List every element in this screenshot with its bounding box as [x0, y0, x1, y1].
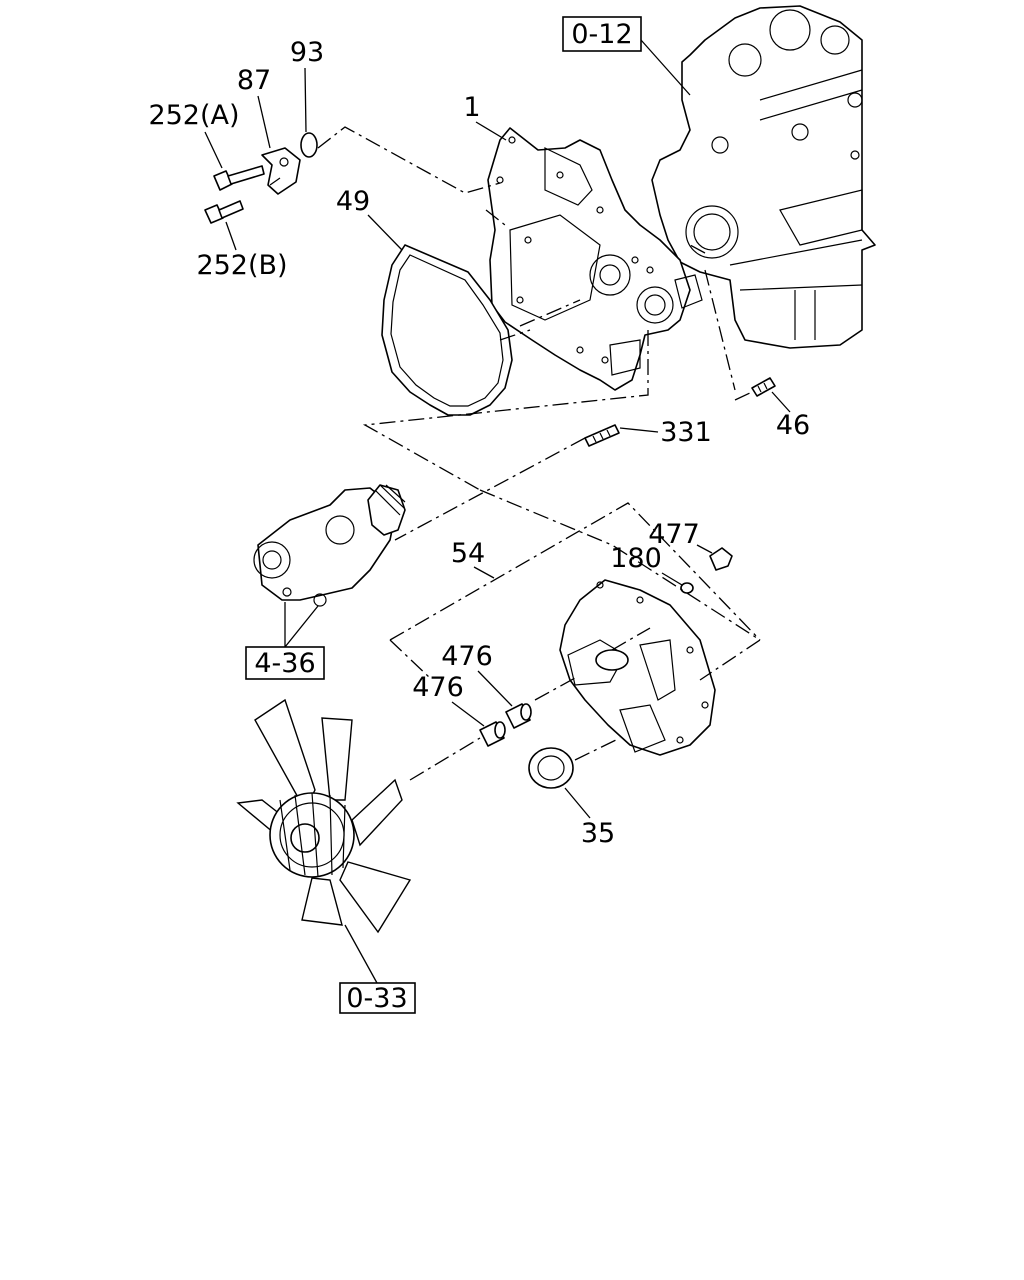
callout-252b: 252(B) [196, 250, 287, 281]
bolt-252a [213, 165, 265, 191]
leader-476-lower [451, 701, 485, 727]
leader-54 [473, 566, 495, 579]
assembly-lines [317, 126, 762, 781]
callout-180: 180 [610, 543, 662, 574]
leader-49 [367, 214, 403, 251]
leader-46 [771, 391, 791, 413]
leader-87 [257, 95, 271, 149]
callout-87: 87 [237, 65, 271, 96]
bolt-252b [204, 200, 244, 224]
leader-476-upper [477, 670, 513, 707]
leader-477 [696, 544, 713, 554]
leader-252b [225, 221, 237, 251]
leader-1 [475, 121, 507, 141]
cooling-fan [236, 698, 412, 934]
callout-35: 35 [581, 818, 615, 849]
callout-476-upper: 476 [441, 641, 493, 672]
ref-box-fan: 0-33 [339, 982, 416, 1014]
stud-46 [751, 377, 776, 397]
timing-cover [559, 579, 716, 756]
leader-35 [564, 787, 591, 819]
washer-180 [680, 582, 694, 594]
plug-477 [709, 547, 733, 571]
callout-476-lower: 476 [412, 672, 464, 703]
stud-331 [584, 424, 620, 447]
leader-331 [619, 427, 659, 433]
gear-housing [487, 127, 703, 391]
callout-252a: 252(A) [148, 100, 239, 131]
leader-93 [304, 67, 307, 133]
ref-fan-leader [344, 924, 378, 984]
o-ring-93 [300, 132, 318, 158]
ref-box-engine-block: 0-12 [562, 16, 642, 52]
callout-331: 331 [660, 417, 712, 448]
ref-pump-leader [284, 602, 319, 648]
callout-477: 477 [648, 519, 700, 550]
gasket-49-inner [390, 254, 504, 407]
bushing-476-b [505, 703, 532, 729]
callout-54: 54 [451, 538, 485, 569]
ref-engine-block-leader [640, 39, 691, 96]
bracket-87 [261, 147, 301, 195]
ref-engine-block-label: 0-12 [571, 19, 632, 50]
callout-93: 93 [290, 37, 324, 68]
callout-46: 46 [776, 410, 810, 441]
oil-seal-35 [528, 747, 574, 789]
bushing-476-a [479, 721, 506, 747]
ref-fan-label: 0-33 [346, 983, 407, 1014]
ref-box-pump: 4-36 [245, 646, 325, 680]
pump-assembly [253, 484, 406, 607]
leader-252a [204, 131, 223, 169]
ref-pump-label: 4-36 [254, 648, 315, 679]
callout-49: 49 [336, 186, 370, 217]
leader-180 [661, 572, 683, 586]
callout-1: 1 [463, 92, 480, 123]
engine-block [651, 5, 876, 349]
